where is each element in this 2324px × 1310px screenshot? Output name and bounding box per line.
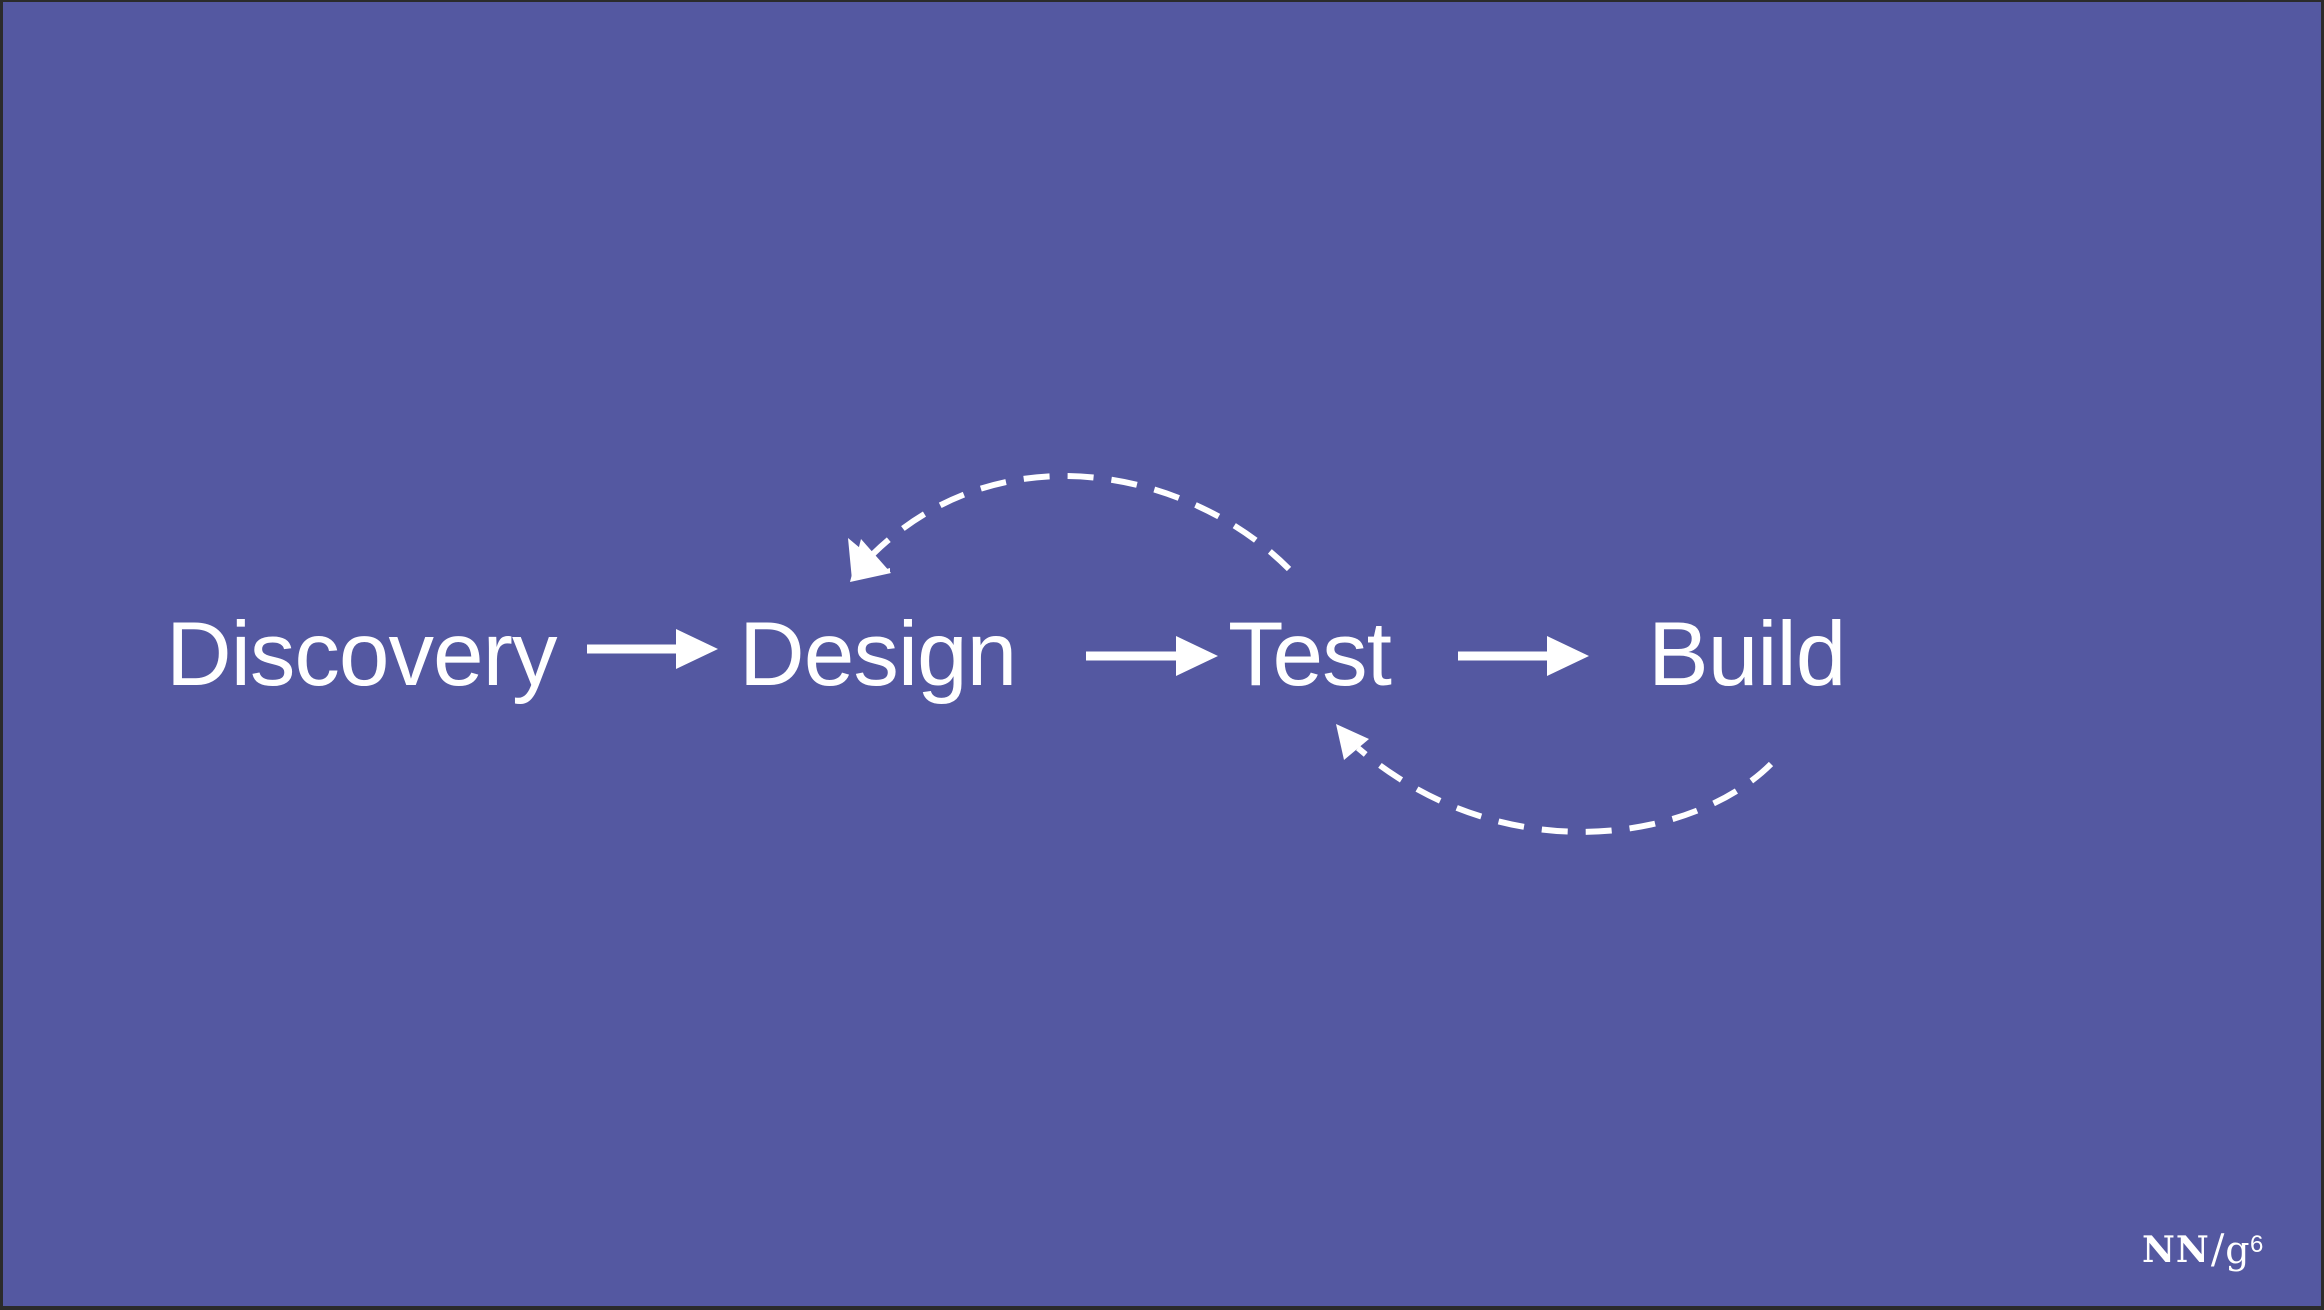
process-diagram [587,473,1774,835]
forward-arrows [587,629,1589,676]
step-build: Build [1648,604,1846,705]
step-design: Design [739,604,1017,705]
feedback-arrows [848,473,1774,835]
slide: Discovery Design Test Build NN / g 6 [3,2,2321,1306]
step-test: Test [1228,604,1392,705]
logo-slash: / [2210,1227,2225,1273]
arrow-test-to-build [1458,636,1589,676]
arrow-discovery-to-design [587,629,718,669]
nng-logo: NN / g [2142,1227,2250,1273]
logo-nn: NN [2142,1229,2210,1271]
step-discovery: Discovery [166,604,557,705]
feedback-arrow-build-to-test [1336,724,1774,835]
feedback-arrow-test-to-design [848,473,1292,582]
arrow-design-to-test [1086,636,1218,676]
slide-number: 6 [2250,1231,2264,1258]
logo-g: g [2225,1228,2250,1272]
